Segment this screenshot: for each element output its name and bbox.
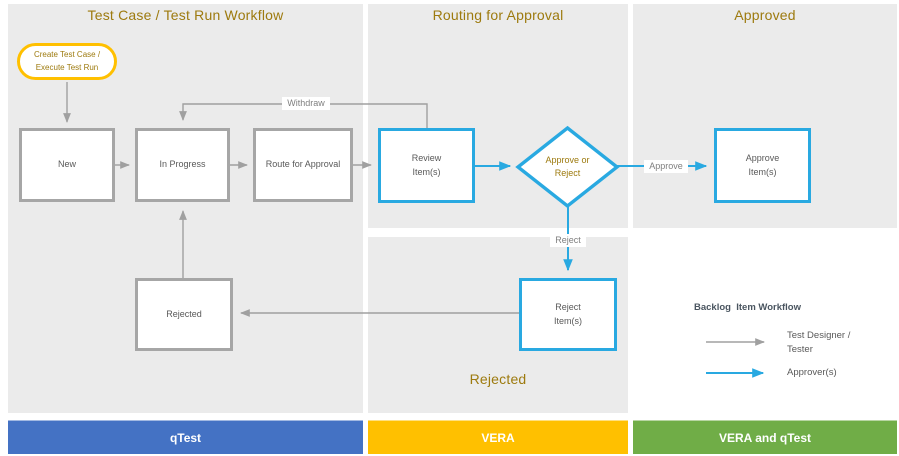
state-rejected: Rejected bbox=[135, 278, 233, 351]
lane-title-test-case-workflow: Test Case / Test Run Workflow bbox=[87, 7, 284, 23]
lane-title-routing-for-approval: Routing for Approval bbox=[432, 7, 564, 23]
footer-bar-vera-and-qtest: VERA and qTest bbox=[633, 420, 897, 454]
state-approve-items: Approve Item(s) bbox=[714, 128, 811, 203]
edge-label-reject: Reject bbox=[550, 234, 586, 247]
decision-approve-or-reject: Approve or Reject bbox=[514, 124, 621, 210]
lane-title-approved: Approved bbox=[734, 7, 796, 23]
legend-label-test-designer: Test Designer / Tester bbox=[787, 330, 851, 355]
lane-title-rejected: Rejected bbox=[469, 371, 527, 387]
state-route-for-approval: Route for Approval bbox=[253, 128, 353, 202]
state-reject-items: Reject Item(s) bbox=[519, 278, 617, 351]
edge-label-approve: Approve bbox=[644, 160, 688, 173]
decision-label: Approve or Reject bbox=[545, 154, 590, 179]
diamond-shape bbox=[515, 125, 620, 209]
legend-label-approver: Approver(s) bbox=[787, 367, 837, 378]
edge-label-withdraw: Withdraw bbox=[282, 97, 330, 110]
start-terminator: Create Test Case / Execute Test Run bbox=[17, 43, 117, 80]
state-new: New bbox=[19, 128, 115, 202]
state-in-progress: In Progress bbox=[135, 128, 230, 202]
footer-bar-vera: VERA bbox=[368, 420, 628, 454]
state-review-items: Review Item(s) bbox=[378, 128, 475, 203]
legend-title: Backlog Item Workflow bbox=[694, 302, 801, 313]
footer-bar-qtest: qTest bbox=[8, 420, 363, 454]
